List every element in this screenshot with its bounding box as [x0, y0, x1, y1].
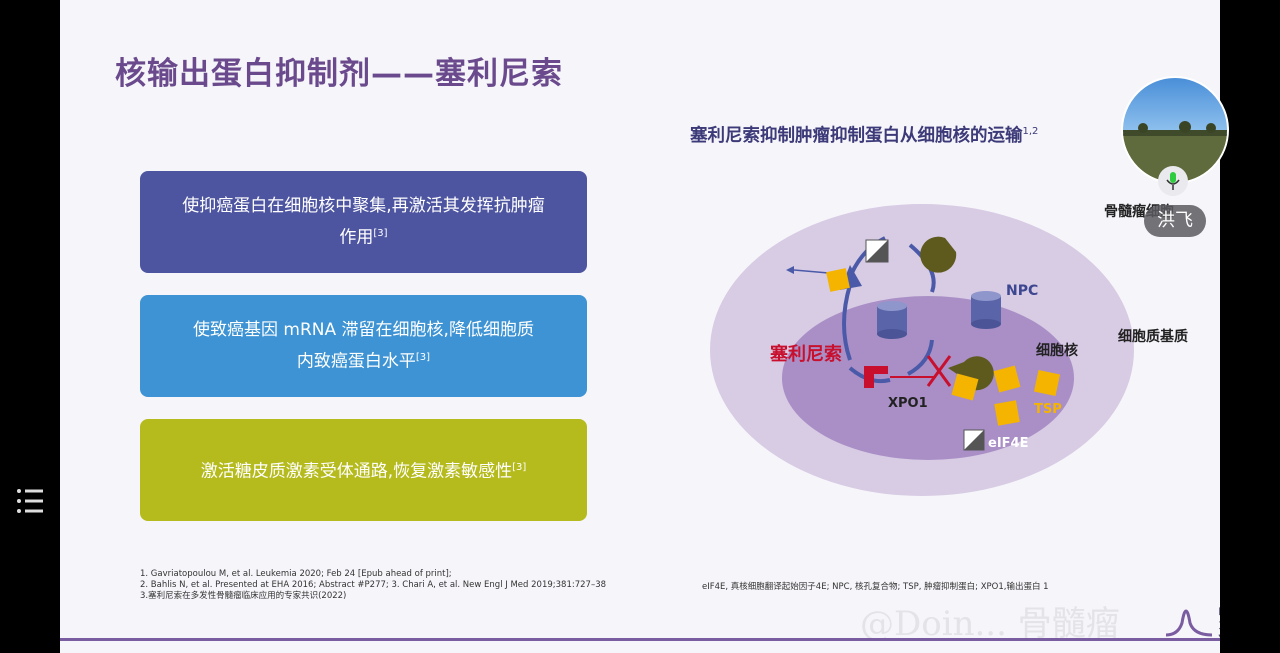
npc-left: [877, 301, 907, 339]
reference-1: 1. Gavriatopoulou M, et al. Leukemia 202…: [140, 569, 452, 579]
xpo1-top: [920, 236, 957, 273]
slide-title: 核输出蛋白抑制剂——塞利尼索: [115, 56, 563, 92]
slide-footer-line: [60, 638, 1220, 641]
watermark-logo-icon: [1165, 609, 1213, 637]
diagram-title-ref: 1,2: [1022, 126, 1039, 138]
export-arrow-left: [842, 284, 852, 361]
block-cross-2: [926, 355, 952, 387]
mic-button[interactable]: [1158, 166, 1188, 196]
abbreviations: eIF4E, 真核细胞翻译起始因子4E; NPC, 核孔复合物; TSP, 肿瘤…: [702, 582, 1049, 592]
label-tsp: TSP: [1034, 402, 1062, 417]
diagram-title: 塞利尼索抑制肿瘤抑制蛋白从细胞核的运输1,2: [690, 122, 1038, 147]
label-eif4e: eIF4E: [988, 436, 1029, 451]
tsp-square-3: [1033, 369, 1061, 397]
label-nucleus: 细胞核: [1036, 343, 1078, 359]
label-xpo1: XPO1: [888, 396, 928, 411]
release-arrowhead: [786, 266, 794, 274]
tsp-square-4: [994, 400, 1020, 426]
eif4e-triangle-outside: [865, 239, 889, 263]
nucleus-arrow-right: [907, 339, 934, 376]
references: 1. Gavriatopoulou M, et al. Leukemia 202…: [140, 569, 606, 602]
feature-box-3: 激活糖皮质激素受体通路,恢复激素敏感性[3]: [140, 419, 587, 521]
xpo1-blocked: [948, 356, 994, 391]
menu-icon: [17, 489, 43, 513]
watermark-char: 家: [1216, 592, 1220, 647]
reference-3: 3.塞利尼索在多发性骨髓瘤临床应用的专家共识(2022): [140, 591, 347, 601]
tsp-square-outside: [826, 268, 850, 292]
feature-box-2: 使致癌基因 mRNA 滞留在细胞核,降低细胞质 内致癌蛋白水平[3]: [140, 295, 587, 397]
selinexor-molecule: [864, 366, 888, 388]
participant-name: 洪飞: [1144, 205, 1206, 237]
feature-box-2-line2: 内致癌蛋白水平: [296, 351, 416, 372]
mechanism-diagram: 骨髓瘤细胞 NPC 细胞质基质 塞利尼索 细胞核 XPO1 TSP eIF4E: [700, 190, 1188, 520]
menu-button[interactable]: [0, 473, 60, 529]
feature-box-3-line1: 激活糖皮质激素受体通路,恢复激素敏感性: [200, 461, 513, 482]
feature-box-2-line1: 使致癌基因 mRNA 滞留在细胞核,降低细胞质: [193, 320, 534, 341]
feature-box-1-line1: 使抑癌蛋白在细胞核中聚集,再激活其发挥抗肿瘤: [182, 196, 545, 217]
tsp-square-1: [951, 373, 979, 401]
diagram-title-text: 塞利尼索抑制肿瘤抑制蛋白从细胞核的运输: [690, 126, 1023, 146]
tsp-square-2: [993, 365, 1021, 393]
reference-2: 2. Bahlis N, et al. Presented at EHA 201…: [140, 580, 607, 590]
microphone-icon: [1166, 172, 1180, 190]
watermark-text: @Doin... 骨髓瘤: [860, 604, 1120, 644]
feature-box-1: 使抑癌蛋白在细胞核中聚集,再激活其发挥抗肿瘤 作用[3]: [140, 171, 587, 273]
feature-box-1-ref: [3]: [373, 228, 388, 240]
presentation-slide: 核输出蛋白抑制剂——塞利尼索 使抑癌蛋白在细胞核中聚集,再激活其发挥抗肿瘤 作用…: [60, 0, 1220, 653]
label-npc: NPC: [1006, 283, 1039, 299]
feature-box-3-ref: [3]: [512, 462, 527, 474]
label-cytoplasm: 细胞质基质: [1118, 329, 1188, 345]
feature-box-2-ref: [3]: [415, 352, 431, 364]
mechanism-diagram-graphic: [710, 204, 1134, 496]
feature-box-1-line2: 作用: [339, 227, 374, 248]
label-selinexor: 塞利尼索: [770, 344, 842, 365]
eif4e-triangle-inside: [963, 429, 985, 451]
npc-right: [971, 291, 1001, 329]
